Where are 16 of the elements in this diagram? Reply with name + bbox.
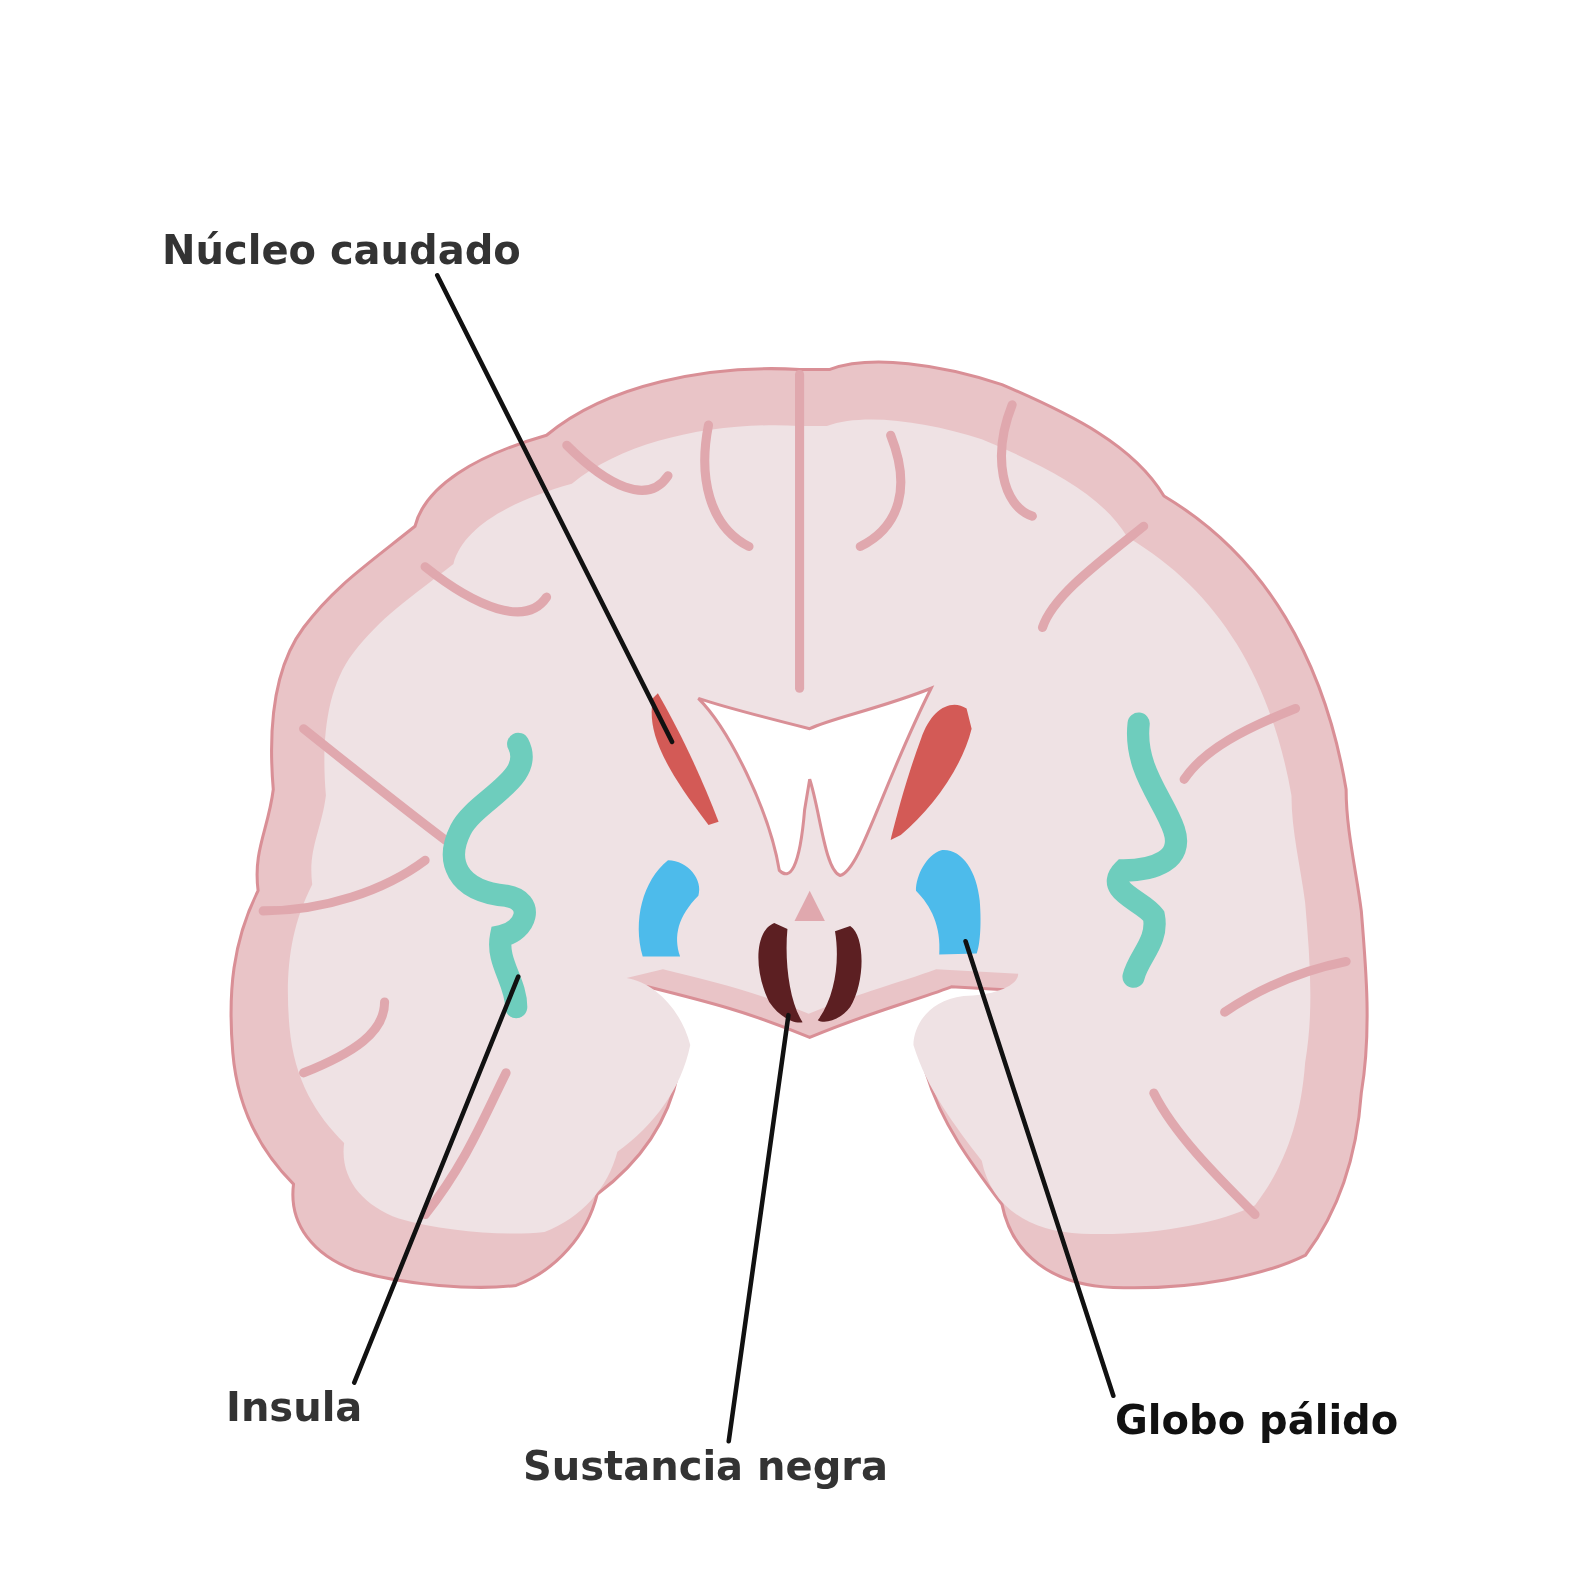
substantia-nigra-region — [817, 926, 862, 1022]
substantia-nigra-region — [758, 923, 803, 1023]
globus-pallidus-region — [915, 850, 981, 955]
leader-line — [351, 974, 521, 1385]
insula-region — [442, 732, 536, 1019]
leader-line — [726, 1012, 791, 1444]
globus-pallidus-region — [638, 860, 700, 957]
caudate-nucleus-region — [651, 693, 719, 825]
structure-label: Núcleo caudado — [162, 226, 521, 274]
caudate-nucleus-region — [890, 704, 972, 841]
leader-line — [434, 273, 675, 745]
insula-region — [1106, 712, 1188, 988]
structure-label: Sustancia negra — [523, 1442, 888, 1490]
leader-line — [963, 939, 1116, 1398]
structure-label: Globo pálido — [1115, 1396, 1399, 1444]
structure-label: Insula — [226, 1383, 363, 1431]
